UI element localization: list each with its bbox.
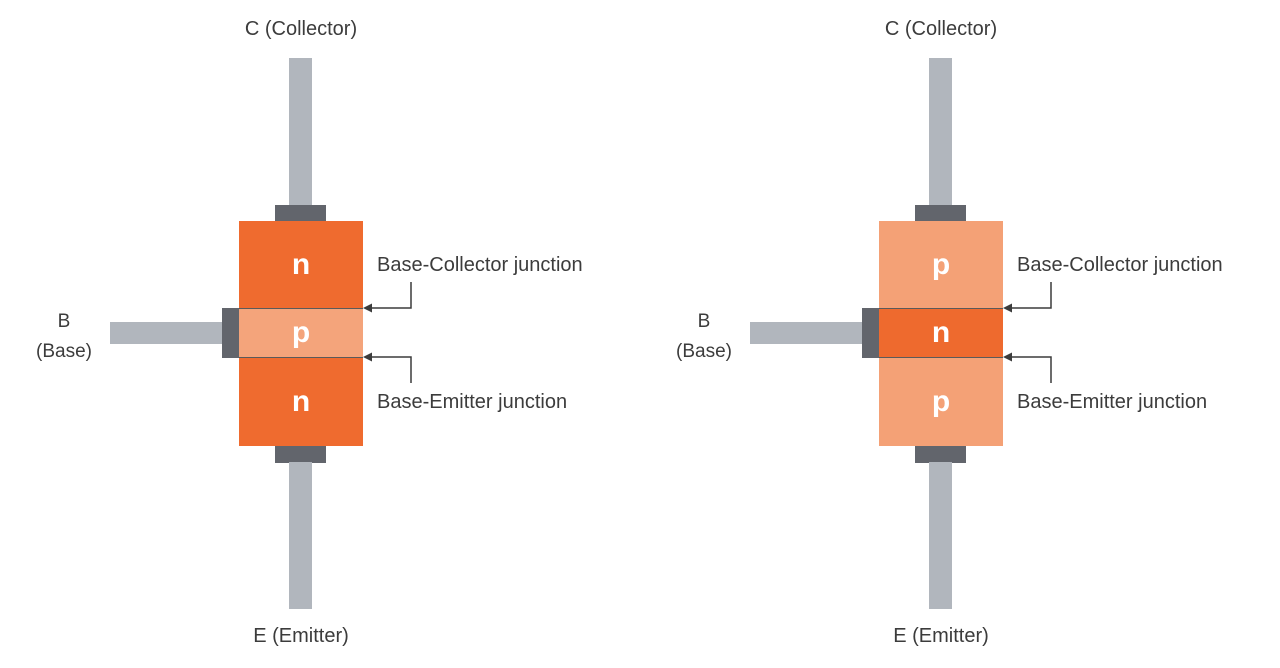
pnp-transistor-diagram: C (Collector) p n p E (Emitter) B (Base)… <box>640 0 1280 668</box>
collector-contact <box>915 205 966 221</box>
emitter-contact <box>275 446 326 463</box>
base-contact <box>222 308 239 358</box>
base-label: B (Base) <box>670 307 738 367</box>
collector-layer: n <box>239 221 363 308</box>
base-contact <box>862 308 879 358</box>
emitter-label: E (Emitter) <box>893 625 989 647</box>
collector-lead <box>929 58 952 206</box>
collector-label: C (Collector) <box>244 18 358 40</box>
arrowhead-icon <box>363 352 372 362</box>
collector-label: C (Collector) <box>884 18 998 40</box>
base-label-letter: B <box>697 311 711 332</box>
emitter-contact <box>915 446 966 463</box>
emitter-label: E (Emitter) <box>253 625 349 647</box>
base-emitter-junction-label: Base-Emitter junction <box>377 391 568 413</box>
arrowhead-icon <box>1003 303 1012 313</box>
base-label-letter: B <box>57 311 71 332</box>
base-lead <box>750 322 862 344</box>
emitter-lead <box>929 462 952 609</box>
base-layer: n <box>879 308 1003 358</box>
base-label-word: (Base) <box>36 341 92 362</box>
base-collector-junction-label: Base-Collector junction <box>1017 254 1223 276</box>
base-emitter-junction-label: Base-Emitter junction <box>1017 391 1208 413</box>
junction-arrows <box>363 282 412 383</box>
base-label: B (Base) <box>30 307 98 367</box>
emitter-lead <box>289 462 312 609</box>
junction-arrows <box>1003 282 1052 383</box>
emitter-layer: p <box>879 358 1003 446</box>
npn-transistor-diagram: C (Collector) n p n E (Emitter) B (Base)… <box>30 18 583 647</box>
collector-lead <box>289 58 312 206</box>
collector-contact <box>275 205 326 221</box>
arrowhead-icon <box>363 303 372 313</box>
emitter-layer: n <box>239 358 363 446</box>
collector-layer: p <box>879 221 1003 308</box>
arrowhead-icon <box>1003 352 1012 362</box>
base-collector-junction-label: Base-Collector junction <box>377 254 583 276</box>
base-layer: p <box>239 308 363 358</box>
base-label-word: (Base) <box>676 341 732 362</box>
base-lead <box>110 322 222 344</box>
